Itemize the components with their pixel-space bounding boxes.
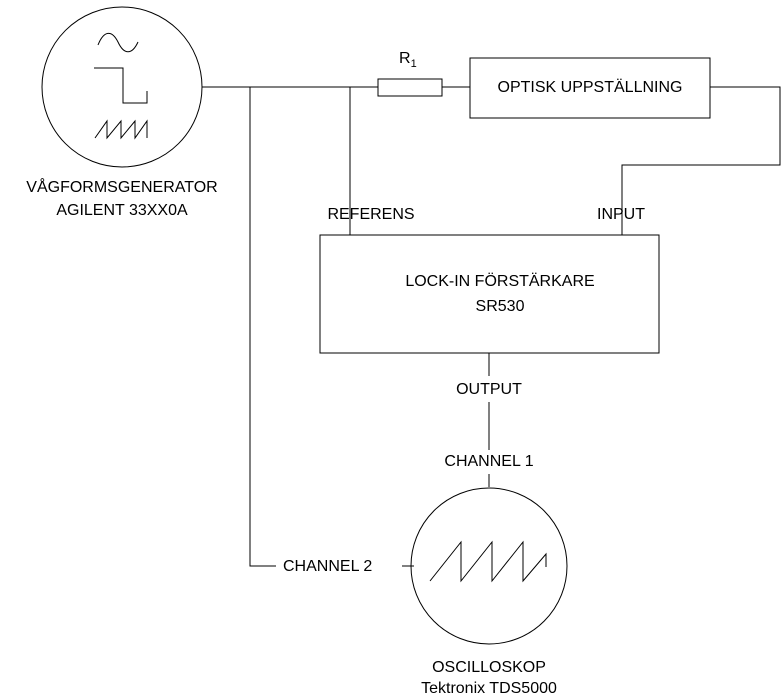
square-wave-icon: [94, 67, 148, 104]
generator-circle: [41, 6, 203, 168]
optics-box: [469, 57, 711, 119]
resistor-r1: [377, 78, 443, 97]
generator-name: VÅGFORMSGENERATOR: [26, 179, 218, 196]
wire-channel-2: [249, 87, 276, 567]
lockin-reference-port: REFERENS: [327, 206, 415, 223]
scope-channel-1: CHANNEL 1: [444, 453, 534, 470]
sine-wave-icon: [97, 32, 139, 53]
lockin-model: SR530: [475, 298, 525, 315]
generator-model: AGILENT 33XX0A: [56, 202, 188, 219]
lockin-output-port: OUTPUT: [456, 381, 522, 398]
sawtooth-wave-icon: [94, 119, 148, 140]
oscilloscope-circle: [410, 487, 568, 645]
oscilloscope-model: Tektronix TDS5000: [421, 680, 557, 697]
wire-optics-to-input: [621, 86, 781, 235]
oscilloscope-name: OSCILLOSKOP: [432, 659, 546, 676]
lockin-input-port: INPUT: [597, 206, 645, 223]
scope-channel-2: CHANNEL 2: [283, 558, 373, 575]
optics-label: OPTISK UPPSTÄLLNING: [497, 79, 683, 96]
lockin-box: [319, 234, 660, 354]
resistor-label: R1: [399, 50, 417, 70]
lockin-name: LOCK-IN FÖRSTÄRKARE: [405, 273, 595, 290]
scope-sawtooth-trace-icon: [429, 540, 547, 583]
